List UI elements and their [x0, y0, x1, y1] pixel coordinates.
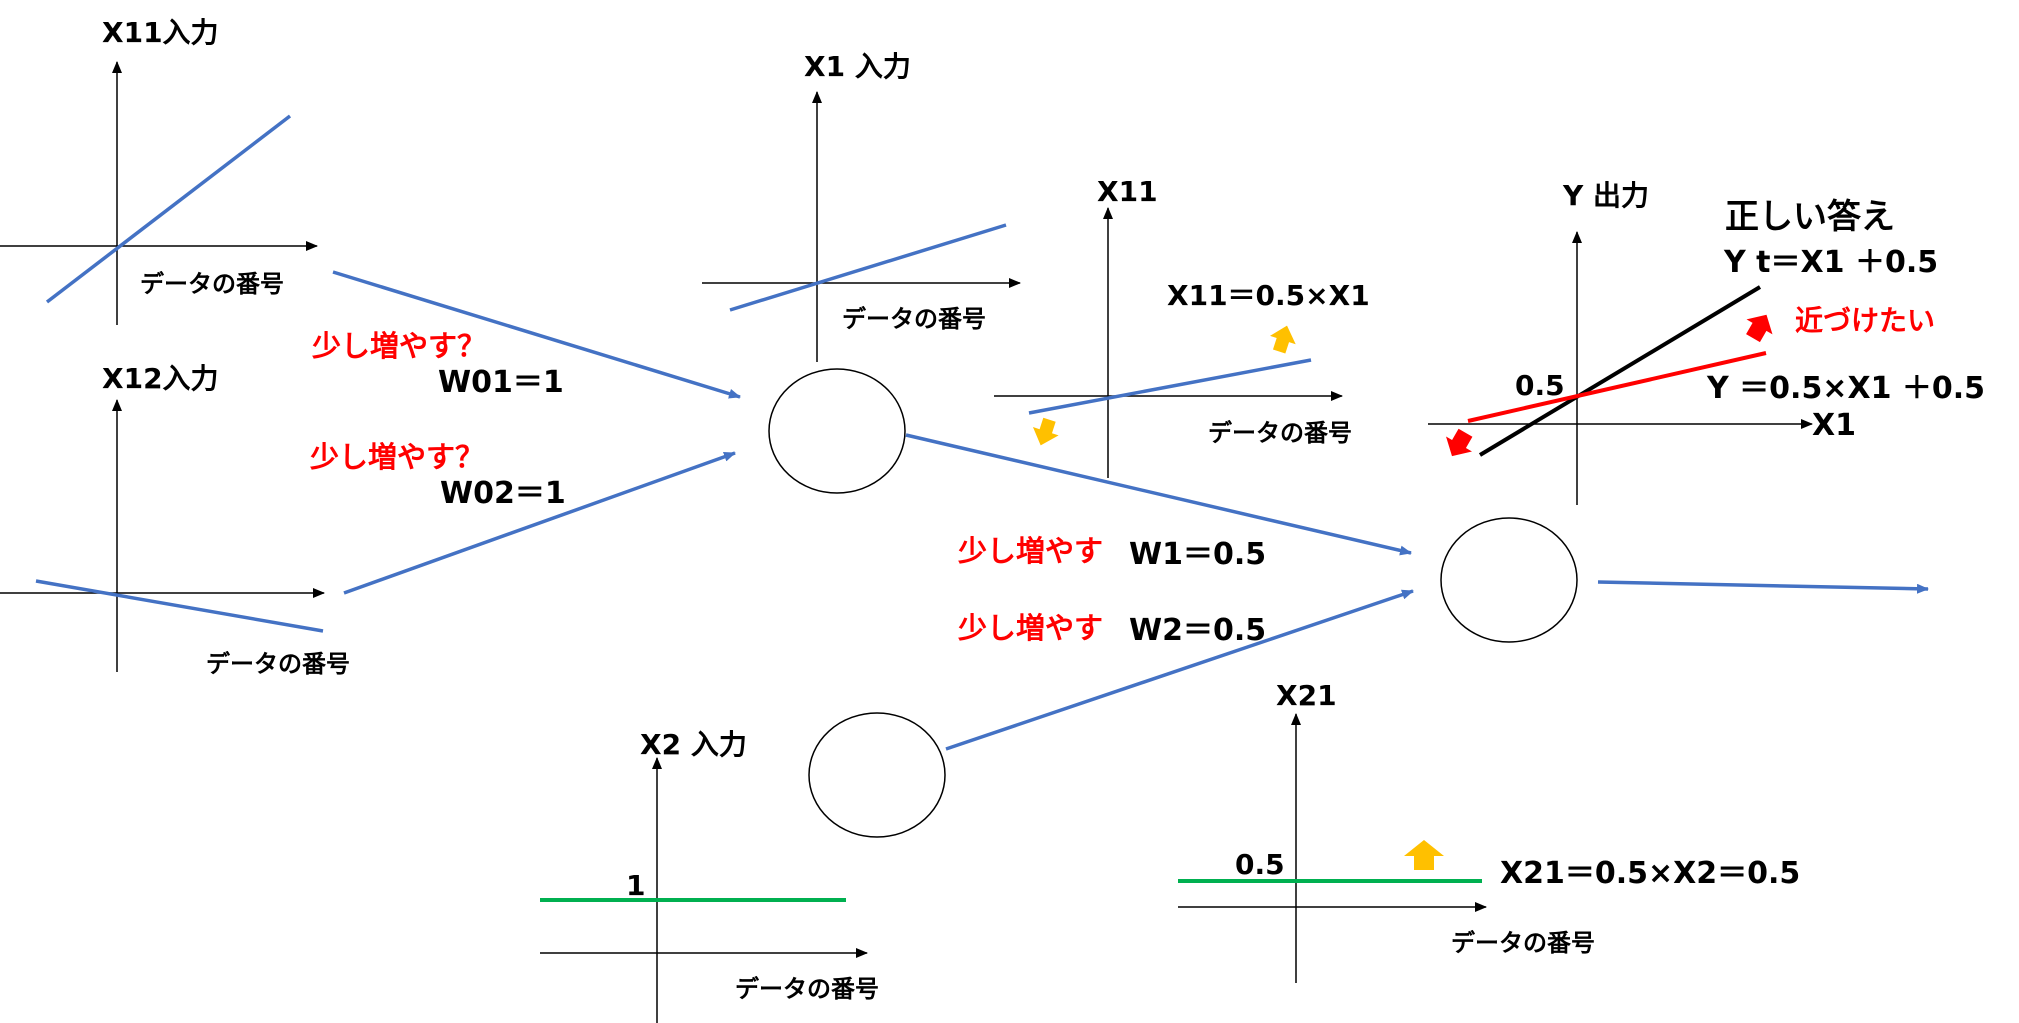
constant-value-label: 0.5: [1235, 848, 1285, 881]
hidden-neuron-2: [808, 712, 946, 838]
w2-hint: 少し増やす: [958, 611, 1103, 645]
x-axis-label: X1: [1812, 408, 1856, 443]
x1-input-plot: X1 入力 データの番号: [702, 50, 1021, 362]
increase-arrow-icon: [1404, 840, 1444, 870]
signal-line: [729, 223, 1007, 312]
signal-line: [1028, 358, 1312, 415]
w02-label: W02＝1: [440, 476, 566, 511]
w01-hint: 少し増やす？: [312, 329, 486, 363]
x2-input-plot: X2 入力 1 データの番号: [540, 728, 879, 1023]
w1-hint: 少し増やす: [958, 534, 1103, 568]
plot-title: X12入力: [102, 362, 219, 395]
current-line: [1467, 351, 1767, 423]
x11-formula: X11＝0.5×X1: [1167, 279, 1370, 312]
w02-hint: 少し増やす？: [310, 440, 484, 474]
signal-line: [35, 579, 324, 633]
x-axis-label: データの番号: [206, 650, 350, 678]
x11-input-plot: X11入力 データの番号: [0, 16, 318, 325]
connection-output: [1597, 580, 1929, 594]
plot-title: X11: [1097, 175, 1158, 208]
connection-neuron2-to-output: [945, 589, 1414, 751]
x-axis-label: データの番号: [140, 270, 284, 298]
x-axis-label: データの番号: [842, 305, 986, 333]
plot-title: X21: [1276, 679, 1337, 712]
intercept-label: 0.5: [1515, 369, 1565, 402]
plot-title: Y 出力: [1562, 179, 1649, 212]
connection-x11-to-neuron1: [332, 270, 741, 399]
lower-arrow-icon: [1446, 428, 1473, 457]
correct-answer-title: 正しい答え: [1725, 197, 1895, 237]
plot-title: X1 入力: [804, 50, 911, 83]
y-output-plot: Y 出力 正しい答え Y t＝X1 ＋0.5 近づけたい Y ＝0.5×X1 ＋…: [1428, 179, 1985, 505]
connection-x12-to-neuron1: [343, 451, 736, 595]
w01-label: W01＝1: [438, 365, 564, 400]
decrease-arrow-icon: [1032, 417, 1059, 446]
plot-title: X11入力: [102, 16, 219, 49]
x11-intermediate-plot: X11 X11＝0.5×X1 データの番号: [994, 175, 1370, 478]
connection-neuron1-to-output: [905, 433, 1412, 556]
signal-line: [45, 114, 292, 304]
w2-label: W2＝0.5: [1129, 613, 1266, 648]
constant-value-label: 1: [626, 869, 645, 902]
target-line: [1478, 285, 1762, 457]
x12-input-plot: X12入力 データの番号: [0, 362, 350, 678]
target-formula: Y t＝X1 ＋0.5: [1723, 245, 1938, 280]
approach-label: 近づけたい: [1795, 304, 1935, 337]
current-formula: Y ＝0.5×X1 ＋0.5: [1706, 371, 1985, 406]
x21-formula: X21＝0.5×X2＝0.5: [1500, 856, 1800, 891]
raise-arrow-icon: [1746, 314, 1773, 343]
x21-intermediate-plot: X21 0.5 X21＝0.5×X2＝0.5 データの番号: [1178, 679, 1800, 983]
x-axis-label: データの番号: [1451, 929, 1595, 957]
hidden-neuron-1: [768, 368, 906, 494]
plot-title: X2 入力: [640, 728, 747, 761]
w1-label: W1＝0.5: [1129, 537, 1266, 572]
x-axis-label: データの番号: [1208, 419, 1352, 447]
x-axis-label: データの番号: [735, 975, 879, 1003]
increase-arrow-icon: [1270, 325, 1296, 354]
output-neuron: [1440, 517, 1578, 643]
